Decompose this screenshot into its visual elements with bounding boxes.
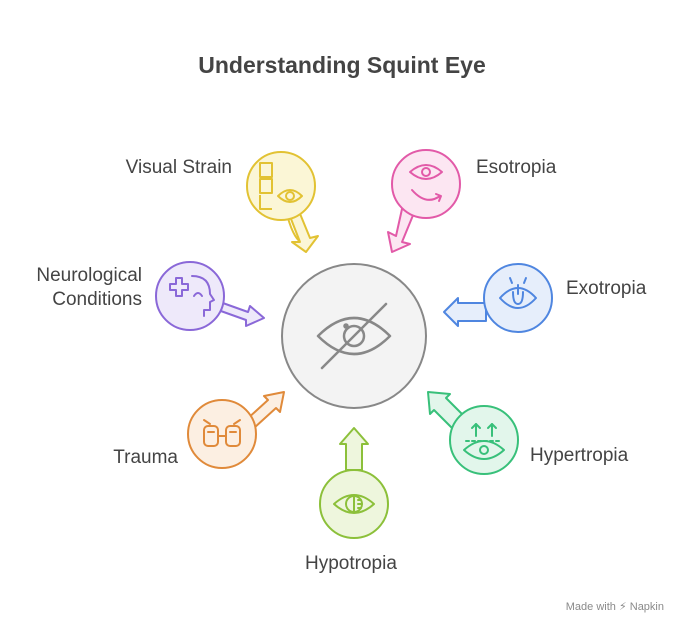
eye-slash-icon — [316, 302, 392, 370]
node-neurological — [155, 261, 265, 331]
node-visual-strain — [246, 151, 319, 253]
label-hypertropia: Hypertropia — [530, 445, 629, 466]
node-esotropia — [387, 149, 461, 253]
label-neurological-line-2: Conditions — [52, 289, 142, 310]
eye-upward-icon — [463, 423, 505, 460]
napkin-brand: Napkin — [629, 601, 664, 613]
napkin-logo-icon: ⚡ — [618, 601, 627, 613]
node-exotropia — [443, 263, 553, 333]
bandage-icon — [203, 419, 241, 447]
node-trauma — [187, 391, 285, 469]
label-trauma: Trauma — [113, 447, 178, 468]
eye-outward-icon — [499, 277, 537, 309]
eye-rotate-icon — [409, 164, 443, 202]
label-hypotropia: Hypotropia — [305, 553, 397, 574]
eye-half-icon — [333, 494, 375, 514]
brain-head-icon — [169, 275, 215, 317]
napkin-credit[interactable]: Made with ⚡ Napkin — [566, 600, 664, 613]
node-hypertropia — [427, 391, 519, 475]
made-with-text: Made with — [565, 601, 616, 613]
page-title: Understanding Squint Eye — [198, 52, 486, 78]
label-visual-strain: Visual Strain — [125, 157, 232, 178]
eye-document-icon — [259, 162, 303, 210]
label-neurological: Neurological Conditions — [36, 264, 142, 312]
label-exotropia: Exotropia — [566, 278, 647, 299]
label-neurological-line-1: Neurological — [36, 265, 142, 286]
label-esotropia: Esotropia — [476, 157, 557, 178]
node-hypotropia — [319, 427, 389, 539]
center-node — [281, 263, 427, 409]
